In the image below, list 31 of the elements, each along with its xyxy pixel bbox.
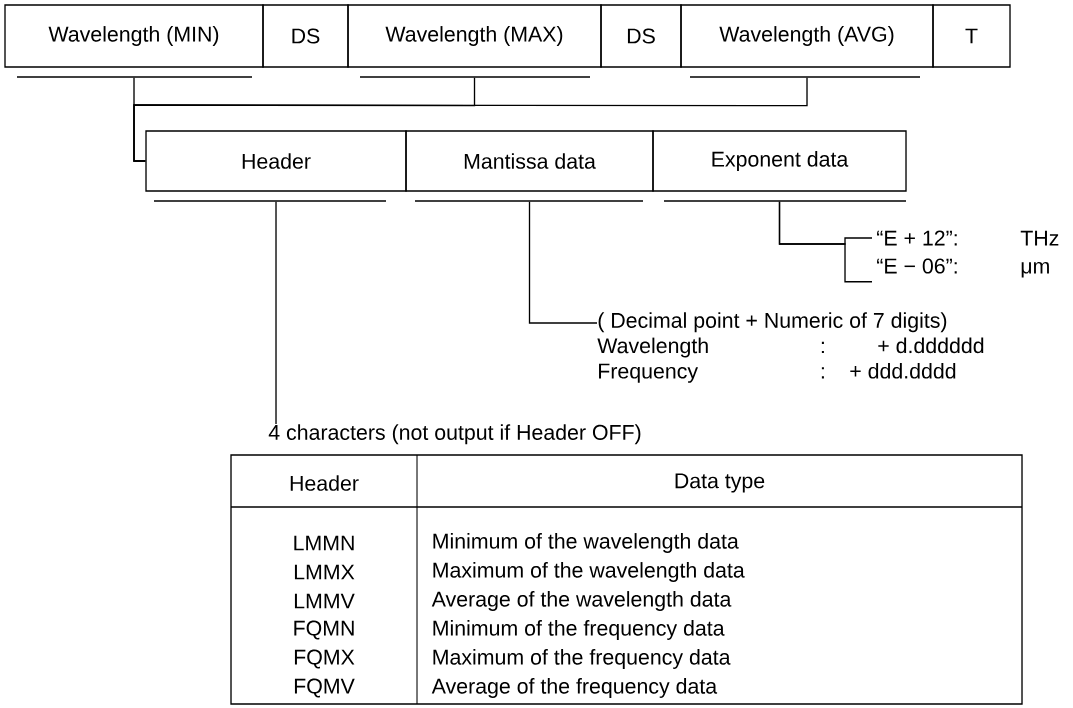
field-box: Wavelength (AVG) bbox=[680, 4, 934, 68]
connector-line bbox=[528, 201, 598, 324]
table-header: Header bbox=[290, 475, 359, 491]
table-cell: Minimum of the frequency data bbox=[433, 620, 725, 640]
table-header: Data type bbox=[675, 473, 765, 493]
note-text: 4 characters (not output if Header OFF) bbox=[268, 424, 641, 445]
field-box: T bbox=[932, 4, 1011, 68]
table-cell: LMMN bbox=[294, 535, 354, 551]
table-cell: LMMX bbox=[294, 564, 355, 580]
table-cell: Maximum of the frequency data bbox=[433, 649, 731, 669]
table-cell: FQMV bbox=[294, 678, 355, 698]
connector-line bbox=[275, 201, 277, 425]
table-cell: LMMV bbox=[294, 593, 355, 609]
table-cell: FQMX bbox=[294, 649, 355, 669]
field-box: Header bbox=[145, 130, 407, 192]
connector-line bbox=[778, 201, 873, 283]
field-box: Wavelength (MAX) bbox=[347, 4, 602, 68]
unit-text: “E − 06”: μm bbox=[877, 258, 1049, 278]
table-cell: Average of the wavelength data bbox=[431, 591, 732, 611]
format-description: ( Decimal point + Numeric of 7 digits) Wavelength : + d.dddddd Frequency : + ddd.dddd bbox=[597, 312, 984, 383]
table-cell: Average of the frequency data bbox=[431, 678, 718, 698]
table-cell: FQMN bbox=[294, 620, 354, 640]
table-cell: Minimum of the wavelength data bbox=[433, 533, 739, 553]
field-box: Exponent data bbox=[652, 130, 907, 192]
unit-text: “E + 12”: THz bbox=[877, 230, 1059, 246]
table-cell: Maximum of the wavelength data bbox=[433, 562, 745, 582]
field-box: DS bbox=[600, 4, 682, 68]
field-box: Wavelength (MIN) bbox=[4, 4, 264, 68]
field-box: DS bbox=[262, 4, 349, 68]
connector-line bbox=[133, 77, 808, 162]
field-box: Mantissa data bbox=[405, 130, 654, 192]
